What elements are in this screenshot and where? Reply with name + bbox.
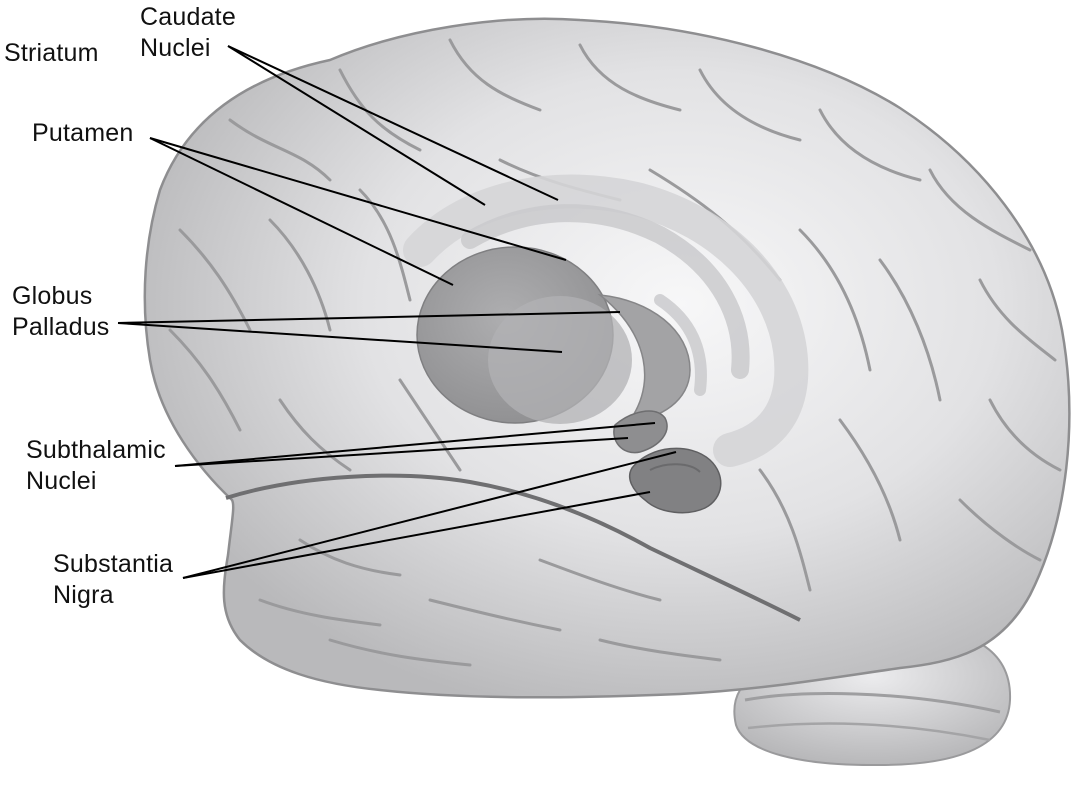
label-subthalamic-line1: Subthalamic [26, 436, 166, 464]
leader-lines [117, 45, 677, 579]
label-subthalamic-nuclei: Subthalamic Nuclei [26, 435, 166, 497]
label-putamen: Putamen [32, 118, 133, 149]
label-striatum: Striatum [4, 38, 99, 69]
leader-subthalamic-2 [174, 437, 629, 467]
leader-substantia-2 [182, 491, 651, 579]
label-substantia-nigra: Substantia Nigra [53, 549, 173, 611]
globus-pallidus [488, 294, 691, 424]
label-substantia-line1: Substantia [53, 550, 174, 578]
label-globus-line1: Globus [12, 282, 93, 310]
caudate-nucleus [403, 174, 809, 467]
leader-globus-2 [117, 322, 563, 353]
label-substantia-line2: Nigra [53, 581, 114, 609]
leader-caudate-1 [227, 45, 486, 206]
subthalamic-nucleus [613, 410, 668, 454]
leader-globus-1 [117, 311, 621, 324]
label-subthalamic-line2: Nuclei [26, 467, 97, 495]
label-putamen-text: Putamen [32, 119, 134, 147]
leader-substantia-1 [182, 451, 677, 579]
leader-subthalamic-1 [174, 422, 656, 467]
label-caudate-nuclei: Caudate Nuclei [140, 2, 236, 64]
leader-putamen-1 [149, 137, 454, 286]
label-globus-palladus: Globus Palladus [12, 281, 110, 343]
label-caudate-line1: Caudate [140, 3, 236, 31]
leader-putamen-2 [149, 137, 567, 261]
label-caudate-line2: Nuclei [140, 34, 211, 62]
label-striatum-text: Striatum [4, 39, 99, 67]
leader-caudate-2 [227, 45, 559, 201]
label-globus-line2: Palladus [12, 313, 110, 341]
